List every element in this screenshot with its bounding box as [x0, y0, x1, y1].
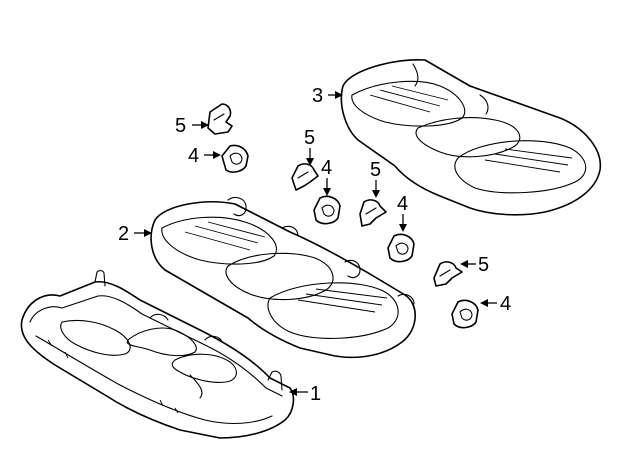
leader-lines	[134, 91, 497, 396]
clip-4-center-right[interactable]	[387, 233, 415, 263]
callout-5-upper-left: 5	[175, 115, 186, 137]
callout-3: 3	[312, 85, 323, 107]
callout-4-center-left: 4	[321, 157, 332, 179]
seat-cover-part[interactable]	[340, 59, 602, 216]
clip-4-center-left[interactable]	[313, 195, 341, 225]
callout-5-center: 5	[370, 159, 381, 181]
callout-5-right: 5	[478, 254, 489, 276]
callout-1: 1	[310, 383, 321, 405]
bracket-5-center[interactable]	[359, 199, 387, 227]
clip-4-upper-left[interactable]	[221, 144, 249, 173]
callout-4-lower-right: 4	[500, 293, 511, 315]
callout-4-upper-left: 4	[188, 145, 199, 167]
callout-4-center-right: 4	[397, 193, 408, 215]
callout-labels: 3 2 1 5 4 5 4 5 4 5 4	[118, 85, 511, 405]
bracket-5-upper-left[interactable]	[207, 103, 233, 135]
callout-5-center-left: 5	[304, 127, 315, 149]
clip-4-lower-right[interactable]	[451, 299, 479, 329]
cushion-frame-part[interactable]	[20, 270, 295, 439]
bracket-5-right[interactable]	[433, 261, 463, 287]
bracket-5-center-left[interactable]	[291, 163, 319, 191]
seat-cushion-part[interactable]	[150, 197, 416, 359]
callout-2: 2	[118, 223, 129, 245]
